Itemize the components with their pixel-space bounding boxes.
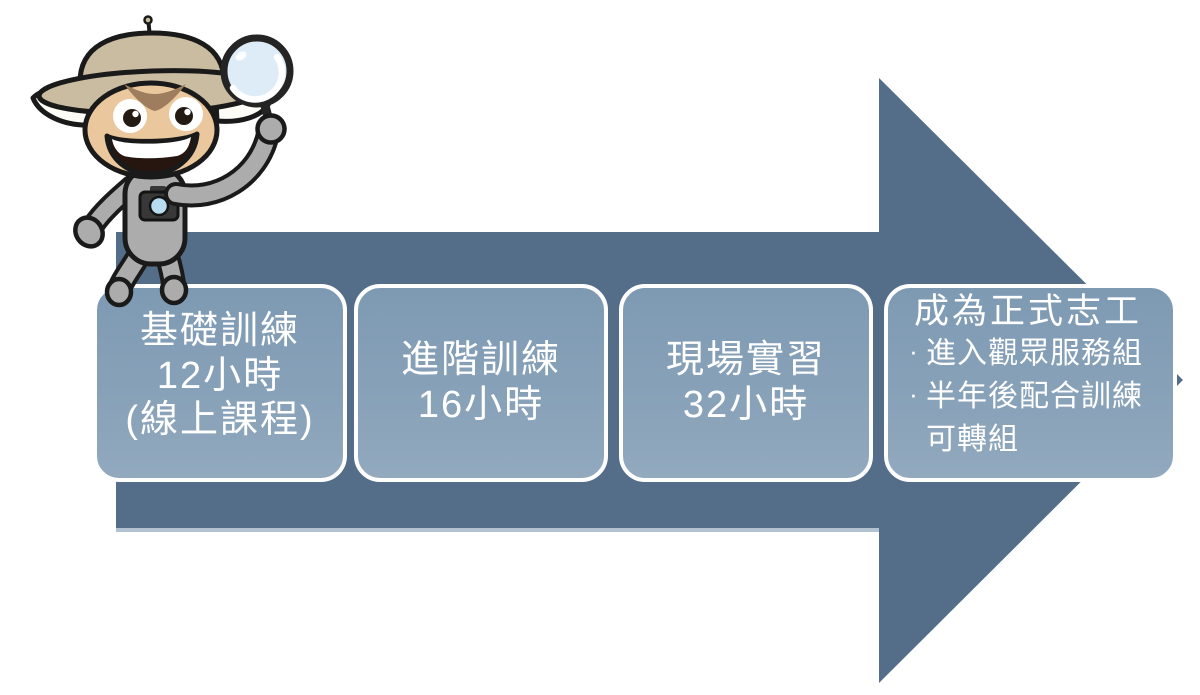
mascot-eyes — [113, 97, 203, 133]
stage-4-item-2-text: 半年後配合訓練 — [926, 379, 1143, 413]
bullet-dot: · — [909, 378, 919, 409]
stage-4-item-1-text: 進入觀眾服務組 — [926, 337, 1143, 370]
stage-box-official-volunteer: 成為正式志工 · 進入觀眾服務組 · 半年後配合訓練 可轉組 — [884, 284, 1177, 482]
stage-1-line-3: (線上課程) — [125, 399, 315, 442]
stage-box-basic-training: 基礎訓練 12小時 (線上課程) — [93, 284, 347, 482]
stage-1-line-2: 12小時 — [156, 354, 284, 397]
stage-box-advanced-training: 進階訓練 16小時 — [354, 284, 608, 482]
stage-4-item-3-text: 可轉組 — [926, 422, 1019, 456]
stage-4-item-3: 可轉組 — [902, 419, 1167, 462]
forehead-marking — [124, 84, 186, 111]
mascot-mouth — [104, 131, 200, 177]
stage-2-line-2: 16小時 — [417, 384, 545, 426]
stage-box-field-practice: 現場實習 32小時 — [619, 284, 873, 482]
flow-arrow-bottom-highlight — [116, 528, 879, 532]
stage-4-item-1: · 進入觀眾服務組 — [902, 333, 1167, 376]
bullet-dot: · — [909, 336, 919, 366]
mascot-right-arm — [164, 122, 280, 208]
stage-2-line-1: 進階訓練 — [400, 339, 561, 382]
magnifying-glass-icon — [220, 34, 294, 145]
stage-4-item-2: · 半年後配合訓練 — [902, 376, 1167, 419]
stage-3-line-1: 現場實習 — [665, 339, 826, 382]
mascot-explorer-character — [30, 15, 294, 308]
stage-3-line-2: 32小時 — [682, 384, 810, 426]
mascot-face — [82, 80, 220, 180]
stage-4-title: 成為正式志工 — [914, 292, 1143, 331]
stage-1-line-1: 基礎訓練 — [139, 309, 300, 352]
mascot-right-hand — [255, 113, 287, 145]
